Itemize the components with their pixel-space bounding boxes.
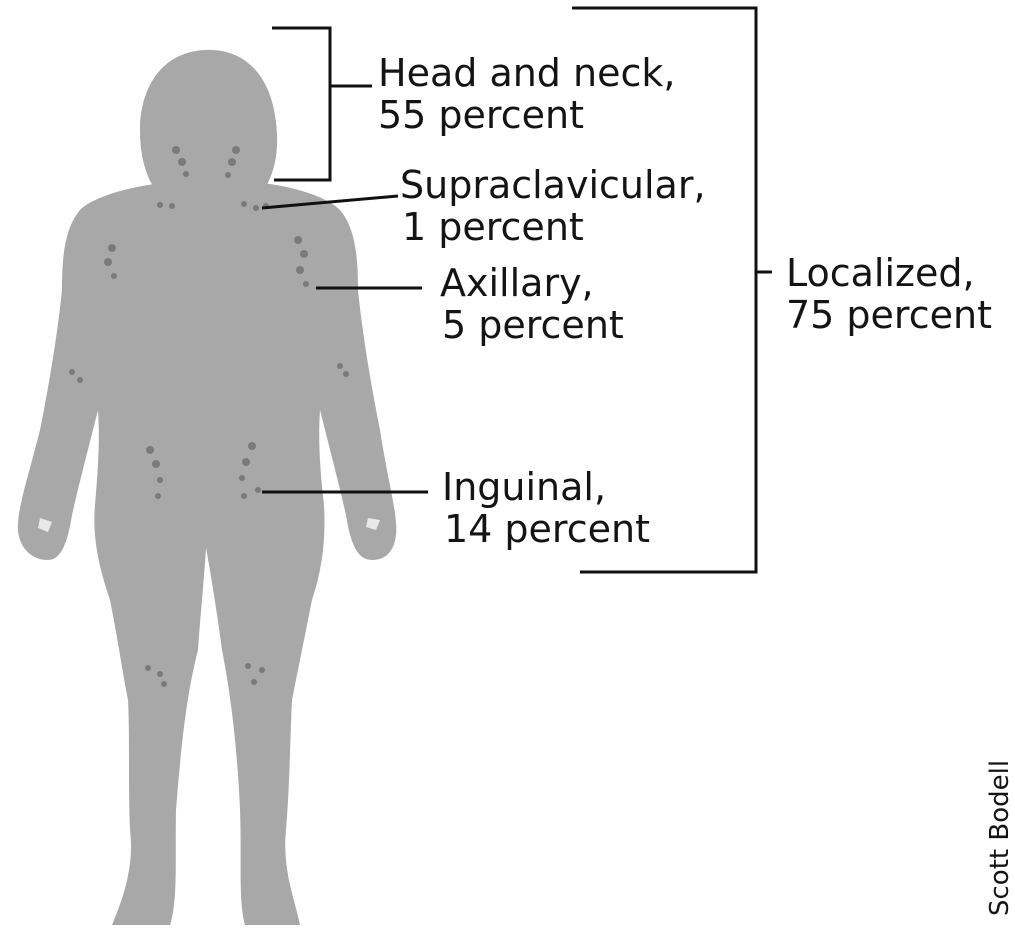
inguinal-percent: 14 percent — [444, 507, 650, 551]
axillary-percent: 5 percent — [442, 303, 624, 347]
illustrator-credit: Scott Bodell — [985, 760, 1015, 916]
torso-and-limbs — [18, 182, 396, 925]
axillary-label: Axillary, — [440, 261, 594, 305]
localized-label: Localized, — [786, 251, 975, 295]
body-silhouette — [18, 50, 396, 925]
head-neck-percent: 55 percent — [378, 93, 584, 137]
supraclavicular-label: Supraclavicular, — [400, 163, 706, 207]
region-labels: Head and neck, 55 percent Supraclavicula… — [378, 51, 1015, 916]
head-neck-label: Head and neck, — [378, 51, 675, 95]
supraclavicular-percent: 1 percent — [402, 205, 584, 249]
localized-percent: 75 percent — [786, 293, 992, 337]
head-neck-bracket — [272, 28, 330, 180]
inguinal-label: Inguinal, — [442, 465, 606, 509]
